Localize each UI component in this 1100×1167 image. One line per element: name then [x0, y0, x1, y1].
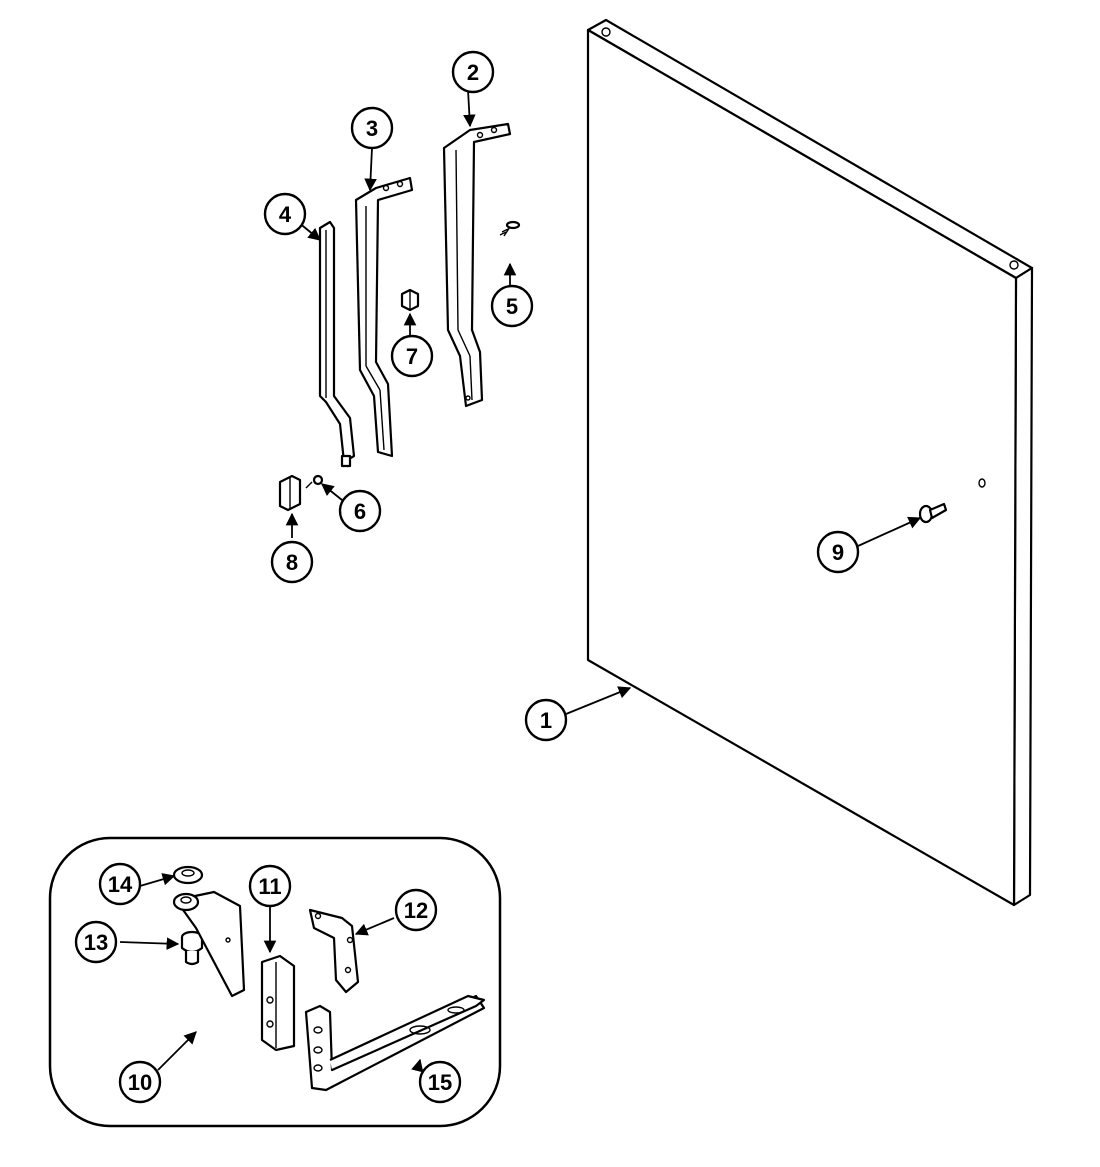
callout-circle: [74, 920, 118, 964]
callout-11: 11: [248, 864, 292, 908]
callout-number: 11: [258, 874, 281, 899]
callout-circle: [816, 530, 860, 574]
callout-circle: [418, 1060, 462, 1104]
callout-number: 4: [279, 202, 292, 227]
callout-circle: [118, 1060, 162, 1104]
callout-13: 13: [74, 920, 118, 964]
callout-8: 8: [270, 540, 314, 584]
screw-6: [305, 474, 324, 489]
callout-number: 6: [354, 499, 366, 524]
callout-1: 1: [524, 698, 568, 742]
callout-number: 5: [506, 294, 518, 319]
callout-7: 7: [390, 334, 434, 378]
callout-number: 3: [366, 116, 378, 141]
hinge-kit-inset: [48, 836, 502, 1128]
callout-circle: [350, 106, 394, 150]
callout-circle: [98, 862, 142, 906]
callout-5: 5: [490, 284, 534, 328]
door-panel: [586, 18, 1034, 907]
spacer-7: [400, 288, 420, 312]
callout-number: 15: [428, 1070, 452, 1095]
callout-number: 9: [832, 540, 844, 565]
callout-circle: [451, 50, 495, 94]
hinge-10: [172, 890, 246, 998]
callout-number: 1: [540, 708, 552, 733]
bracket-12: [308, 908, 360, 994]
callout-circle: [248, 864, 292, 908]
callout-number: 12: [404, 898, 428, 923]
callout-12: 12: [394, 888, 438, 932]
callout-6: 6: [338, 489, 382, 533]
plate-11: [260, 954, 296, 1052]
callout-circle: [390, 334, 434, 378]
callout-4: 4: [263, 192, 307, 236]
callout-circle: [394, 888, 438, 932]
callout-number: 13: [84, 930, 108, 955]
leader-lines: [119, 89, 922, 1073]
callout-3: 3: [350, 106, 394, 150]
hinge-bracket-2: [442, 122, 512, 408]
callout-10: 10: [118, 1060, 162, 1104]
callout-number: 8: [286, 550, 298, 575]
cover-8: [278, 474, 302, 512]
hinge-pin-13: [180, 930, 204, 966]
callout-number: 14: [108, 872, 133, 897]
callout-15: 15: [418, 1060, 462, 1104]
screw-5: [499, 220, 521, 237]
callout-circle: [524, 698, 568, 742]
washer-14: [172, 865, 204, 885]
callout-number: 7: [406, 344, 418, 369]
hinge-bracket-15: [304, 994, 486, 1092]
callout-circle: [263, 192, 307, 236]
callout-circle: [338, 489, 382, 533]
hinge-bracket-3: [354, 176, 414, 458]
callout-14: 14: [98, 862, 142, 906]
callout-circle: [270, 540, 314, 584]
callout-number: 10: [128, 1070, 152, 1095]
callout-2: 2: [451, 50, 495, 94]
hinge-bracket-4: [318, 220, 356, 468]
callout-number: 2: [467, 60, 479, 85]
door-stop-9: [918, 502, 948, 524]
callout-9: 9: [816, 530, 860, 574]
callout-circle: [490, 284, 534, 328]
